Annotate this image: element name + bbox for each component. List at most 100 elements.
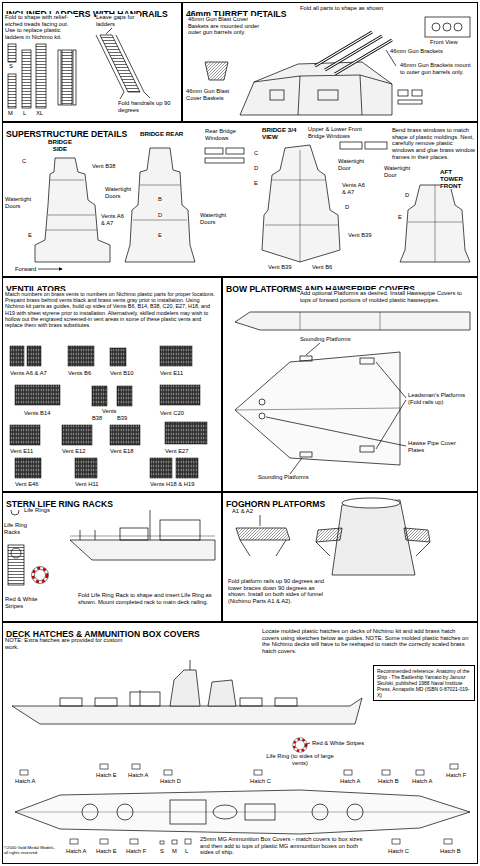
callout-label: Hatch B	[378, 778, 399, 785]
callout-label: Vents A6 & A7	[10, 370, 47, 377]
callout-label: Vents B6	[68, 370, 91, 377]
callout-label: Vent B6	[312, 264, 332, 271]
callout-label: XL	[36, 110, 43, 117]
callout-label: Hatch C	[388, 848, 409, 855]
callout-label: ©2000 Gold Medal Models, all rights rese…	[4, 846, 60, 856]
callout-label: Leadsman's Platforms (Fold rails up)	[408, 392, 470, 405]
reference-box: Recommended reference: Anatomy of the Sh…	[373, 665, 475, 701]
callout-label: 46mm Gun Blast Cover Baskets are mounted…	[188, 16, 260, 36]
callout-label: Fold all parts to shape as shown	[300, 5, 410, 12]
callout-label: Red & White Stripes	[312, 740, 364, 747]
callout-label: 46mm Gun Blast Cover Baskets	[186, 88, 236, 101]
callout-label: C	[22, 158, 26, 165]
callout-label: Bend brass windows to match shape of pla…	[392, 127, 476, 160]
callout-label: Watertight Door	[384, 165, 424, 178]
callout-label: Vent E12	[62, 448, 86, 455]
callout-label: Hatch A	[128, 772, 148, 779]
callout-label: Hatch F	[446, 772, 466, 779]
callout-label: Hatch B	[440, 848, 461, 855]
callout-label: Upper & Lower Front Bridge Windows	[308, 126, 378, 139]
callout-label: Locate molded plastic hatches on decks o…	[262, 628, 474, 655]
callout-label: BRIDGE 3/4 VIEW	[262, 126, 304, 140]
callout-label: Fold to shape with relief-etched treads …	[5, 14, 75, 41]
callout-label: Hatch F	[126, 848, 146, 855]
callout-label: Vents B14	[24, 410, 50, 417]
callout-label: Watertight Door	[338, 158, 374, 171]
callout-label: Red & White Stripes	[5, 596, 41, 609]
section-heading: STERN LIFE RING RACKS	[3, 499, 116, 510]
callout-label: Vents H18 & H19	[150, 481, 194, 488]
callout-label: Fold Life Ring Rack to shape and insert …	[78, 592, 218, 605]
callout-label: Vent H11	[75, 481, 98, 488]
callout-label: Watertight Doors	[200, 212, 236, 225]
callout-label: Life Rings	[24, 507, 50, 514]
callout-label: E	[254, 180, 258, 187]
callout-label: Vent B39	[268, 264, 292, 271]
callout-label: Vent B39	[348, 232, 372, 239]
callout-label: Vent E11	[160, 370, 183, 377]
callout-label: E	[398, 214, 402, 221]
callout-label: M	[172, 848, 177, 855]
callout-label: S	[9, 63, 13, 70]
callout-label: Vents	[102, 408, 117, 415]
callout-label: E	[158, 232, 162, 239]
callout-label: Hatch E	[96, 848, 117, 855]
callout-label: 25mm MG Ammunition Box Covers - match co…	[200, 836, 370, 856]
callout-label: Vent E27	[165, 448, 189, 455]
callout-label: Match numbers on brass vents to numbers …	[5, 291, 218, 328]
callout-label: L	[185, 848, 188, 855]
callout-label: BRIDGE SIDE	[40, 138, 80, 152]
callout-label: D	[405, 192, 409, 199]
callout-label: Rear Bridge Windows	[205, 128, 255, 141]
callout-label: Hawse Pipe Cover Plates	[408, 440, 468, 453]
callout-label: Hatch E	[96, 772, 117, 779]
section-panel: DECK HATCHES & AMMUNITION BOX COVERSReco…	[2, 622, 478, 864]
callout-label: C	[254, 150, 258, 157]
callout-label: L	[23, 110, 26, 117]
callout-label: D	[345, 204, 349, 211]
callout-label: Vents A6 & A7	[342, 182, 370, 195]
callout-label: Vent B38	[92, 163, 116, 170]
callout-label: Life Ring Racks	[4, 522, 34, 535]
callout-label: B39	[117, 415, 127, 422]
callout-label: Watertight Doors	[5, 196, 39, 209]
section-panel: BOW PLATFORMS AND HAWSEPIPE COVERS	[222, 277, 478, 492]
callout-label: Hatch A	[15, 778, 35, 785]
callout-label: Hatch A	[340, 778, 360, 785]
callout-label: B	[158, 196, 162, 203]
callout-label: Sounding Platforms	[258, 474, 309, 481]
callout-label: Sounding Platforms	[300, 336, 351, 343]
callout-label: Vents A6 & A7	[101, 213, 129, 226]
callout-label: 46mm Gun Brackets mount to outer gun bar…	[400, 62, 475, 75]
callout-label: Front View	[430, 39, 458, 46]
callout-label: BRIDGE REAR	[140, 130, 183, 137]
callout-label: S	[160, 848, 164, 855]
callout-label: Hatch A	[412, 778, 432, 785]
callout-label: 46mm Gun Brackets	[390, 48, 443, 55]
callout-label: NOTE: Extra hatches are provided for cus…	[5, 637, 125, 650]
callout-label: Vent C20	[160, 410, 184, 417]
reference-note: Recommended reference: Anatomy of the Sh…	[377, 668, 471, 698]
callout-label: Hatch D	[160, 778, 181, 785]
callout-label: Watertight Doors	[105, 186, 135, 199]
callout-label: Leave gaps for ladders	[96, 14, 140, 27]
callout-label: AFT TOWER FRONT	[440, 168, 474, 189]
callout-label: B38	[92, 415, 102, 422]
callout-label: Forward	[15, 266, 36, 273]
callout-label: Fold platform rails up 90 degrees and lo…	[228, 578, 328, 605]
callout-label: Vent E11	[10, 448, 33, 455]
callout-label: A1 & A2	[232, 508, 253, 515]
callout-label: M	[8, 110, 13, 117]
callout-label: E	[28, 232, 32, 239]
callout-label: Vent E18	[110, 448, 134, 455]
callout-label: Fold handrails up 90 degrees	[118, 100, 176, 113]
callout-label: Life Ring (to sides of large vents)	[262, 753, 338, 766]
callout-label: Vent B10	[110, 370, 134, 377]
callout-label: D	[158, 212, 162, 219]
callout-label: Add optional Platforms as desired. Insta…	[300, 290, 470, 303]
callout-label: D	[254, 165, 258, 172]
callout-label: Hatch A	[66, 848, 86, 855]
callout-label: Hatch C	[250, 778, 271, 785]
callout-label: Vent E46	[15, 481, 39, 488]
